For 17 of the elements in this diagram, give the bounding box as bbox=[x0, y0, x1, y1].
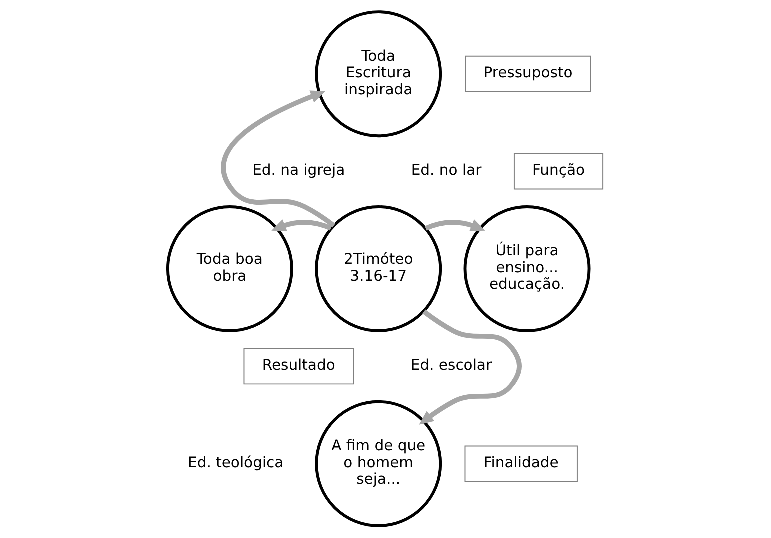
arrow bbox=[419, 310, 522, 425]
node-circle: 2Timóteo 3.16-17 bbox=[315, 206, 442, 332]
node-circle: Toda boa obra bbox=[166, 206, 294, 332]
node-box: Pressuposto bbox=[465, 56, 592, 92]
label: Ed. escolar bbox=[410, 356, 492, 374]
label: Ed. no lar bbox=[411, 162, 482, 179]
arrow bbox=[272, 220, 332, 232]
node-circle: Útil para ensino... educação. bbox=[464, 206, 591, 332]
node-box: Finalidade bbox=[464, 446, 578, 482]
label: Ed. teológica bbox=[188, 454, 284, 472]
node-circle: Toda Escritura inspirada bbox=[315, 10, 442, 138]
arrow bbox=[221, 90, 336, 228]
label: Ed. na igreja bbox=[252, 162, 346, 179]
arrow bbox=[424, 220, 486, 232]
node-box: Função bbox=[514, 153, 604, 190]
node-box: Resultado bbox=[244, 348, 354, 385]
node-circle: A fim de que o homem seja... bbox=[315, 400, 442, 528]
